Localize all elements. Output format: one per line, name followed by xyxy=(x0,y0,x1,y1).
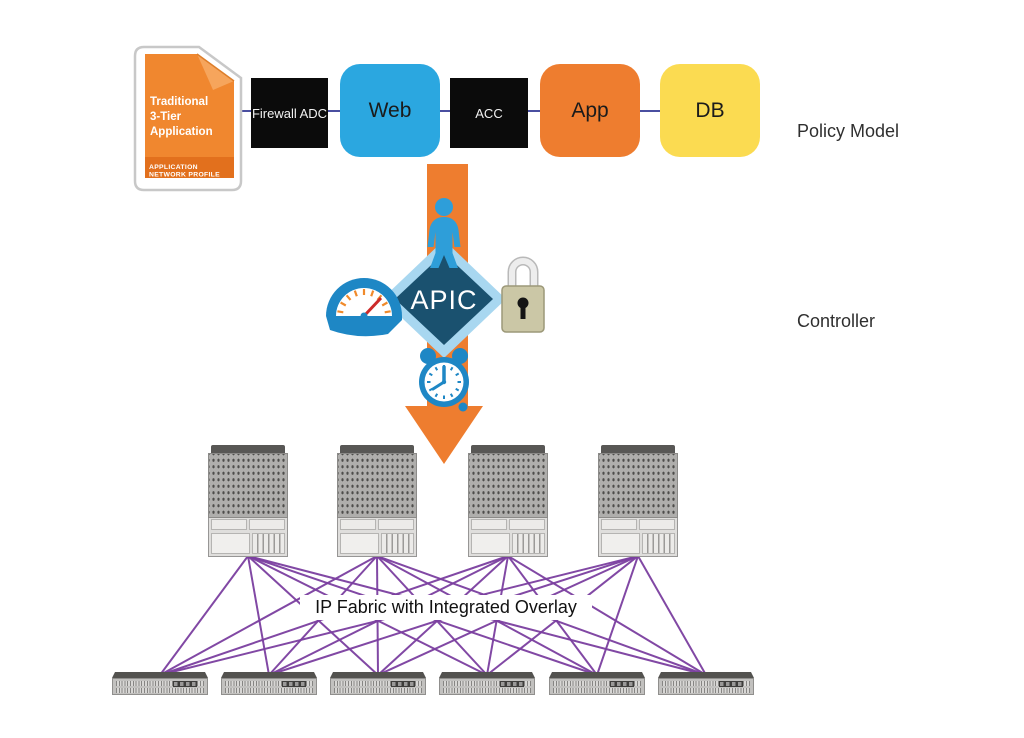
doc-title-line3: Application xyxy=(150,126,213,138)
controller-label: Controller xyxy=(797,311,876,331)
spine-top-cap xyxy=(471,445,545,453)
spine-port-grid xyxy=(337,453,417,518)
policy-node-db: DB xyxy=(660,64,760,157)
policy-node-label: ACC xyxy=(475,105,503,121)
spine-switch xyxy=(337,445,417,557)
policy-node-web: Web xyxy=(340,64,440,157)
policy-chain-connector xyxy=(237,110,660,112)
leaf-switch xyxy=(112,672,208,695)
spine-port-grid xyxy=(468,453,548,518)
leaf-uplink-ports xyxy=(719,681,743,687)
policy-node-acc: ACC xyxy=(450,78,528,148)
apic-controller-graphic: APIC xyxy=(326,164,545,464)
doc-band-line2: NETWORK PROFILE xyxy=(149,172,220,179)
fabric-link xyxy=(159,555,249,676)
policy-node-firewall-adc: Firewall ADC xyxy=(251,78,328,148)
spine-fan-tray xyxy=(642,533,675,554)
doc-fold-corner xyxy=(197,54,234,90)
doc-band xyxy=(145,157,234,178)
spine-top-cap xyxy=(340,445,414,453)
spine-port-grid xyxy=(598,453,678,518)
leaf-switch xyxy=(549,672,645,695)
spine-top-cap xyxy=(601,445,675,453)
fabric-link xyxy=(637,555,707,676)
policy-node-label: Firewall ADC xyxy=(251,105,328,121)
policy-node-app: App xyxy=(540,64,640,157)
doc-title-line1: Traditional xyxy=(150,96,208,108)
down-arrow-icon xyxy=(405,406,483,464)
application-network-profile-icon: Traditional 3-Tier Application APPLICATI… xyxy=(133,45,243,192)
leaf-uplink-ports xyxy=(610,681,634,687)
fabric-label: IP Fabric with Integrated Overlay xyxy=(300,595,592,620)
leaf-uplink-ports xyxy=(500,681,524,687)
policy-node-label: Web xyxy=(368,98,412,122)
fabric-link xyxy=(247,555,270,676)
leaf-switch xyxy=(330,672,426,695)
doc-band-line1: APPLICATION xyxy=(149,164,198,171)
spine-switch xyxy=(468,445,548,557)
spine-top-cap xyxy=(211,445,285,453)
gauge-icon xyxy=(326,278,402,337)
apic-diamond-inner xyxy=(395,253,493,345)
spine-fan-tray xyxy=(252,533,285,554)
spine-fan-tray xyxy=(512,533,545,554)
leaf-switch xyxy=(658,672,754,695)
policy-model-label: Policy Model xyxy=(797,121,900,141)
leaf-uplink-ports xyxy=(391,681,415,687)
fabric-link xyxy=(596,555,639,676)
policy-node-label: DB xyxy=(695,98,725,122)
leaf-uplink-ports xyxy=(282,681,306,687)
spine-port-grid xyxy=(208,453,288,518)
spine-switch xyxy=(598,445,678,557)
policy-node-label: App xyxy=(571,98,609,122)
spine-switch xyxy=(208,445,288,557)
apic-label: APIC xyxy=(410,285,477,315)
person-icon xyxy=(427,198,461,268)
leaf-switch xyxy=(221,672,317,695)
leaf-switch xyxy=(439,672,535,695)
lock-icon xyxy=(501,256,545,333)
doc-title-line2: 3-Tier xyxy=(150,111,182,123)
spine-fan-tray xyxy=(381,533,414,554)
clock-icon xyxy=(419,348,469,412)
leaf-uplink-ports xyxy=(173,681,197,687)
